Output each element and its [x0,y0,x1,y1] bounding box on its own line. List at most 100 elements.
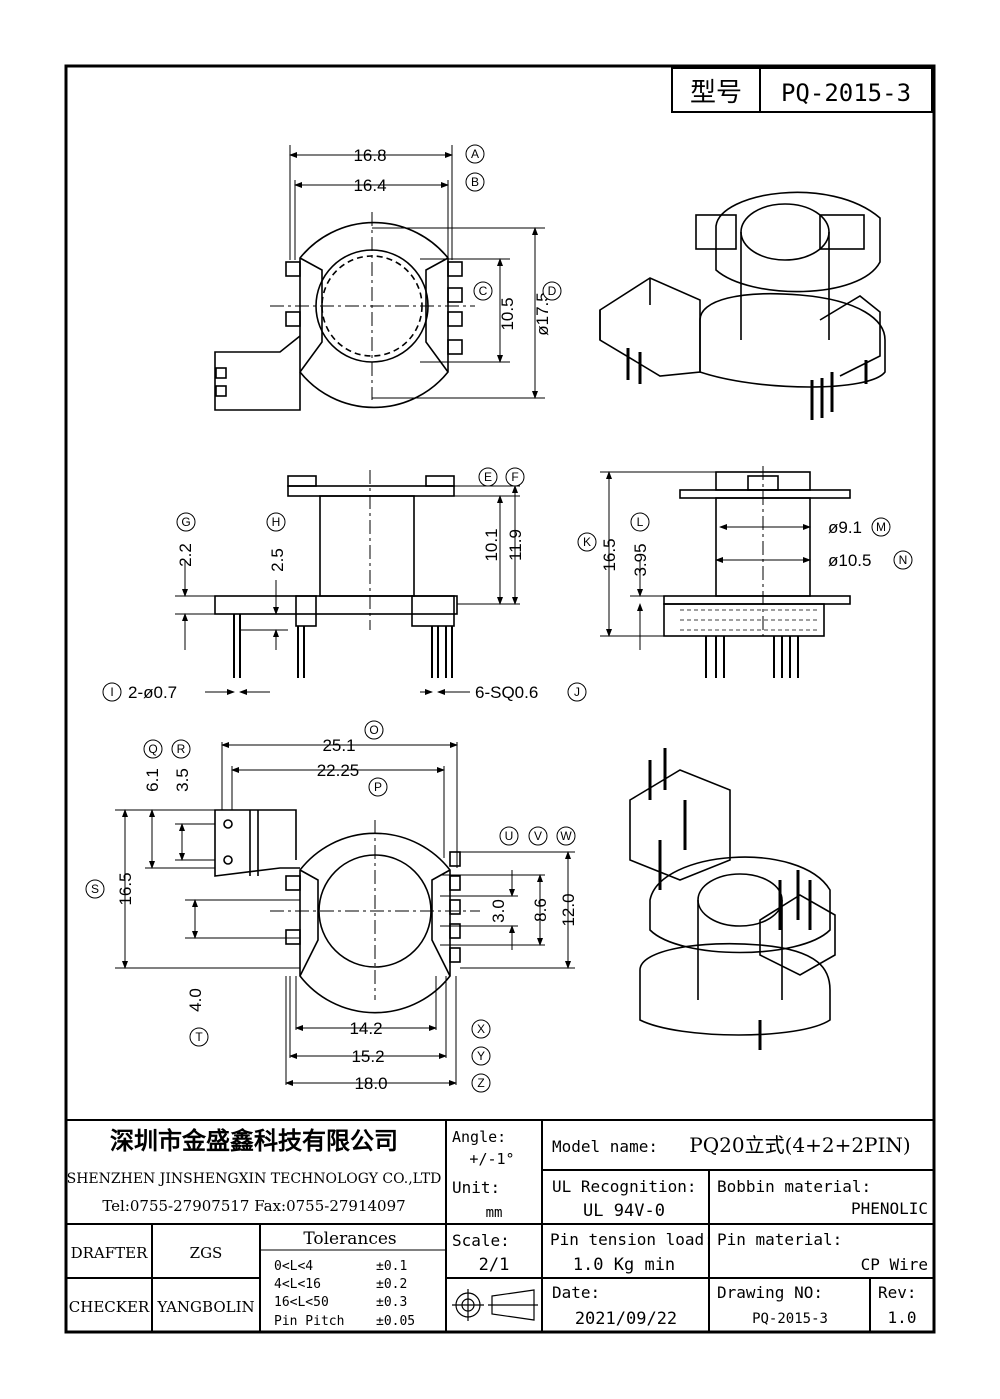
callout-s: S [85,879,105,899]
callout-z: Z [471,1073,491,1093]
top-view [214,145,545,411]
date-value: 2021/09/22 [575,1309,677,1329]
model-label: 型号 [690,78,742,108]
tolerance-value-1: ±0.1 [376,1259,407,1274]
company-contact: Tel:0755-27907517 Fax:0755-27914097 [102,1197,405,1215]
rev-value: 1.0 [888,1308,917,1327]
model-name-value: PQ20立式(4+2+2PIN) [689,1133,910,1157]
dim-b: 16.4 [353,176,386,195]
callout-n: N [893,550,913,570]
callout-g: G [176,512,196,532]
bottom-view-dims [122,742,571,1086]
ul-value: UL 94V-0 [583,1201,665,1221]
callout-j: J [567,682,587,702]
callout-b: B [465,172,485,192]
dim-i: 2-ø0.7 [128,683,177,702]
callout-k: K [577,532,597,552]
ul-label: UL Recognition: [552,1177,697,1196]
company-cn: 深圳市金盛鑫科技有限公司 [110,1126,398,1155]
tolerance-range-3: 16<L<50 [274,1295,329,1310]
top-view-dims [289,152,538,399]
callout-circles: A B C D E F G H I J K L M N O P Q R S T … [85,144,913,1093]
svg-text:S: S [91,882,99,896]
svg-text:D: D [548,284,557,298]
svg-text:Q: Q [148,742,157,756]
dim-y: 15.2 [351,1047,384,1066]
company-en: SHENZHEN JINSHENGXIN TECHNOLOGY CO.,LTD [67,1171,442,1187]
callout-a: A [465,144,485,164]
dim-t: 4.0 [186,988,205,1012]
rev-label: Rev: [878,1283,917,1302]
dim-o: 25.1 [322,736,355,755]
dim-a: 16.8 [353,146,386,165]
svg-text:C: C [479,284,488,298]
svg-text:H: H [272,515,281,529]
pin-tension-label: Pin tension load: [550,1230,714,1249]
svg-text:Y: Y [477,1049,485,1063]
dim-d: ø17.5 [533,292,552,335]
svg-text:J: J [574,685,580,699]
pin-material-label: Pin material: [717,1230,842,1249]
svg-text:B: B [471,175,479,189]
svg-text:A: A [471,147,479,161]
svg-text:F: F [511,470,518,484]
tolerance-range-4: Pin Pitch [274,1314,344,1329]
dim-r: 3.5 [173,768,192,792]
checker-label: CHECKER [69,1298,150,1316]
callout-t: T [189,1027,209,1047]
dim-11-9: 11.9 [506,529,525,561]
dim-h: 2.5 [268,548,287,572]
model-header: 型号 PQ-2015-3 [671,67,933,113]
svg-text:L: L [637,515,644,529]
svg-text:I: I [110,685,113,699]
model-value: PQ-2015-3 [781,79,911,107]
side-view-dims [182,485,518,695]
dim-w: 12.0 [559,893,578,926]
svg-text:R: R [177,742,186,756]
dim-l: 3.95 [631,543,650,576]
svg-text:E: E [484,470,492,484]
tolerance-range-2: 4<L<16 [274,1277,321,1292]
tolerances-title: Tolerances [303,1229,396,1249]
svg-text:Z: Z [477,1076,484,1090]
dim-10-1: 10.1 [482,528,501,561]
callout-y: Y [471,1046,491,1066]
drawing-no-label: Drawing NO: [717,1283,823,1302]
drawing-no-value: PQ-2015-3 [752,1311,828,1327]
callout-u: U [499,826,519,846]
svg-text:K: K [583,535,591,549]
front-view [600,466,851,678]
dim-m: ø9.1 [828,518,862,537]
tolerance-value-3: ±0.3 [376,1295,407,1310]
dim-s: 16.5 [116,872,135,905]
callout-d: D [542,281,562,301]
callout-f: F [505,467,525,487]
isometric-view-1 [599,191,886,420]
dim-g: 2.2 [176,543,195,567]
callout-x: X [471,1019,491,1039]
unit-value: mm [486,1205,503,1221]
svg-text:X: X [477,1022,485,1036]
scale-label: Scale: [452,1231,510,1250]
dim-k: 16.5 [600,538,619,571]
model-name-label: Model name: [552,1137,658,1156]
tolerance-range-1: 0<L<4 [274,1259,313,1274]
side-view [175,470,520,678]
pin-material-value: CP Wire [861,1255,928,1274]
callout-h: H [266,512,286,532]
checker-value: YANGBOLIN [156,1298,254,1316]
bottom-view [115,742,575,1085]
callout-l: L [630,512,650,532]
callout-w: W [556,826,576,846]
svg-text:V: V [534,829,542,843]
drafter-label: DRAFTER [71,1244,149,1262]
callout-q: Q [143,739,163,759]
dim-x: 14.2 [349,1019,382,1038]
tolerance-value-2: ±0.2 [376,1277,407,1292]
callout-c: C [473,281,493,301]
dim-j: 6-SQ0.6 [475,683,538,702]
dim-v: 8.6 [531,898,550,922]
angle-value: +/-1° [469,1150,514,1168]
svg-text:O: O [369,723,378,737]
projection-symbol [452,1289,538,1321]
